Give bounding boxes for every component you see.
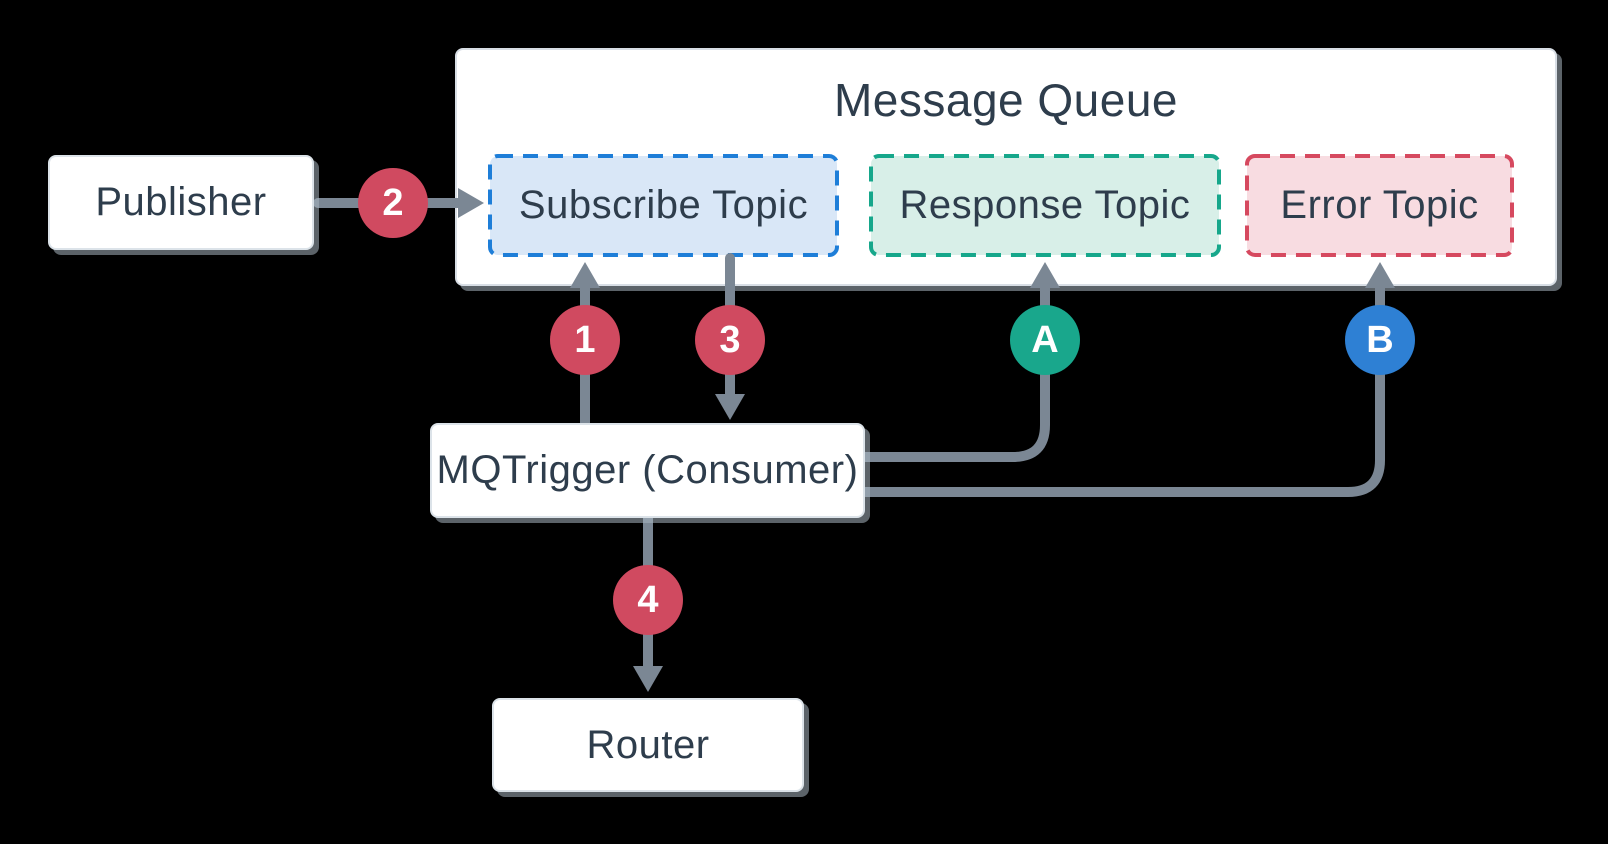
- node-mqtrigger: MQTrigger (Consumer): [430, 423, 865, 518]
- response-topic-box: [869, 154, 1221, 257]
- step-badge-2: 2: [358, 168, 428, 238]
- node-publisher: Publisher: [48, 155, 314, 250]
- step-badge-a: A: [1010, 305, 1080, 375]
- down-arrowhead-icon: [633, 666, 663, 692]
- step-badge-a-label: A: [1031, 318, 1059, 361]
- step-badge-1-label: 1: [574, 318, 596, 361]
- mqtrigger-label: MQTrigger (Consumer): [436, 448, 859, 492]
- step-badge-4: 4: [613, 565, 683, 635]
- publisher-label: Publisher: [95, 180, 267, 224]
- step-badge-4-label: 4: [637, 578, 659, 621]
- step-badge-b: B: [1345, 305, 1415, 375]
- message-queue-title: Message Queue: [833, 74, 1179, 126]
- up-arrowhead-icon: [1365, 262, 1395, 288]
- down-arrowhead-icon: [715, 394, 745, 420]
- step-badge-3-label: 3: [719, 318, 741, 361]
- connector-mqtrigger-to-response: [858, 283, 1050, 462]
- node-router: Router: [492, 698, 804, 792]
- subscribe-topic-box: [488, 154, 839, 257]
- up-arrowhead-icon: [570, 262, 600, 288]
- router-label: Router: [586, 722, 710, 767]
- step-badge-b-label: B: [1366, 318, 1394, 361]
- step-badge-1: 1: [550, 305, 620, 375]
- step-badge-3: 3: [695, 305, 765, 375]
- up-arrowhead-icon: [1030, 262, 1060, 288]
- step-badge-2-label: 2: [382, 181, 404, 224]
- right-arrowhead-icon: [458, 188, 484, 218]
- connector-mqtrigger-to-error: [858, 283, 1385, 497]
- error-topic-box: [1245, 154, 1514, 257]
